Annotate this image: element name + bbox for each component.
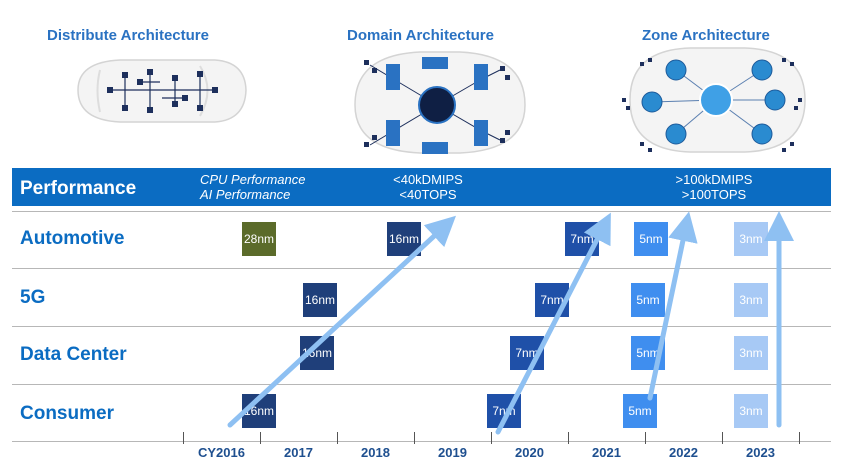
year-label: 2021	[592, 445, 621, 460]
chip-automotive-28nm: 28nm	[242, 222, 276, 256]
chip-5g-3nm: 3nm	[734, 283, 768, 317]
timeline-tick	[799, 432, 800, 444]
timeline-tick	[645, 432, 646, 444]
row-label-data-center: Data Center	[20, 344, 127, 365]
cpu-performance-label: CPU Performance	[200, 172, 306, 187]
timeline-tick	[337, 432, 338, 444]
distribute-architecture-title: Distribute Architecture	[47, 27, 209, 44]
zone-car-diagram	[622, 47, 806, 153]
performance-band	[12, 168, 831, 206]
timeline-tick	[414, 432, 415, 444]
performance-title: Performance	[20, 178, 137, 199]
chip-automotive-16nm: 16nm	[387, 222, 421, 256]
year-label: CY2016	[198, 445, 245, 460]
domain-car-diagram	[354, 51, 526, 154]
timeline-tick	[491, 432, 492, 444]
chip-5g-5nm: 5nm	[631, 283, 665, 317]
chip-consumer-3nm: 3nm	[734, 394, 768, 428]
timeline-tick	[722, 432, 723, 444]
chip-data-center-3nm: 3nm	[734, 336, 768, 370]
mid-cpu-value: <40kDMIPS	[393, 172, 463, 187]
year-label: 2019	[438, 445, 467, 460]
domain-architecture-title: Domain Architecture	[347, 27, 494, 44]
timeline-axis	[12, 441, 831, 442]
row-divider	[12, 268, 831, 269]
timeline-tick	[183, 432, 184, 444]
chip-5g-16nm: 16nm	[303, 283, 337, 317]
chip-automotive-3nm: 3nm	[734, 222, 768, 256]
distribute-car-diagram	[77, 59, 247, 123]
year-label: 2023	[746, 445, 775, 460]
trend-arrow-2022	[647, 211, 698, 401]
year-label: 2020	[515, 445, 544, 460]
year-label: 2017	[284, 445, 313, 460]
chip-consumer-5nm: 5nm	[623, 394, 657, 428]
row-label-automotive: Automotive	[20, 228, 125, 249]
row-label-consumer: Consumer	[20, 403, 114, 424]
row-divider	[12, 211, 831, 212]
zone-architecture-title: Zone Architecture	[642, 27, 770, 44]
chip-automotive-5nm: 5nm	[634, 222, 668, 256]
mid-ai-value: <40TOPS	[399, 187, 457, 202]
timeline-tick	[568, 432, 569, 444]
year-label: 2018	[361, 445, 390, 460]
timeline-tick	[260, 432, 261, 444]
trend-arrow-2019	[227, 215, 457, 428]
row-divider	[12, 326, 831, 327]
row-divider	[12, 384, 831, 385]
ai-performance-label: AI Performance	[200, 187, 291, 202]
year-label: 2022	[669, 445, 698, 460]
high-ai-value: >100TOPS	[681, 187, 747, 202]
high-cpu-value: >100kDMIPS	[675, 172, 753, 187]
trend-arrow-2021	[495, 212, 611, 435]
row-label-5g: 5G	[20, 287, 46, 308]
